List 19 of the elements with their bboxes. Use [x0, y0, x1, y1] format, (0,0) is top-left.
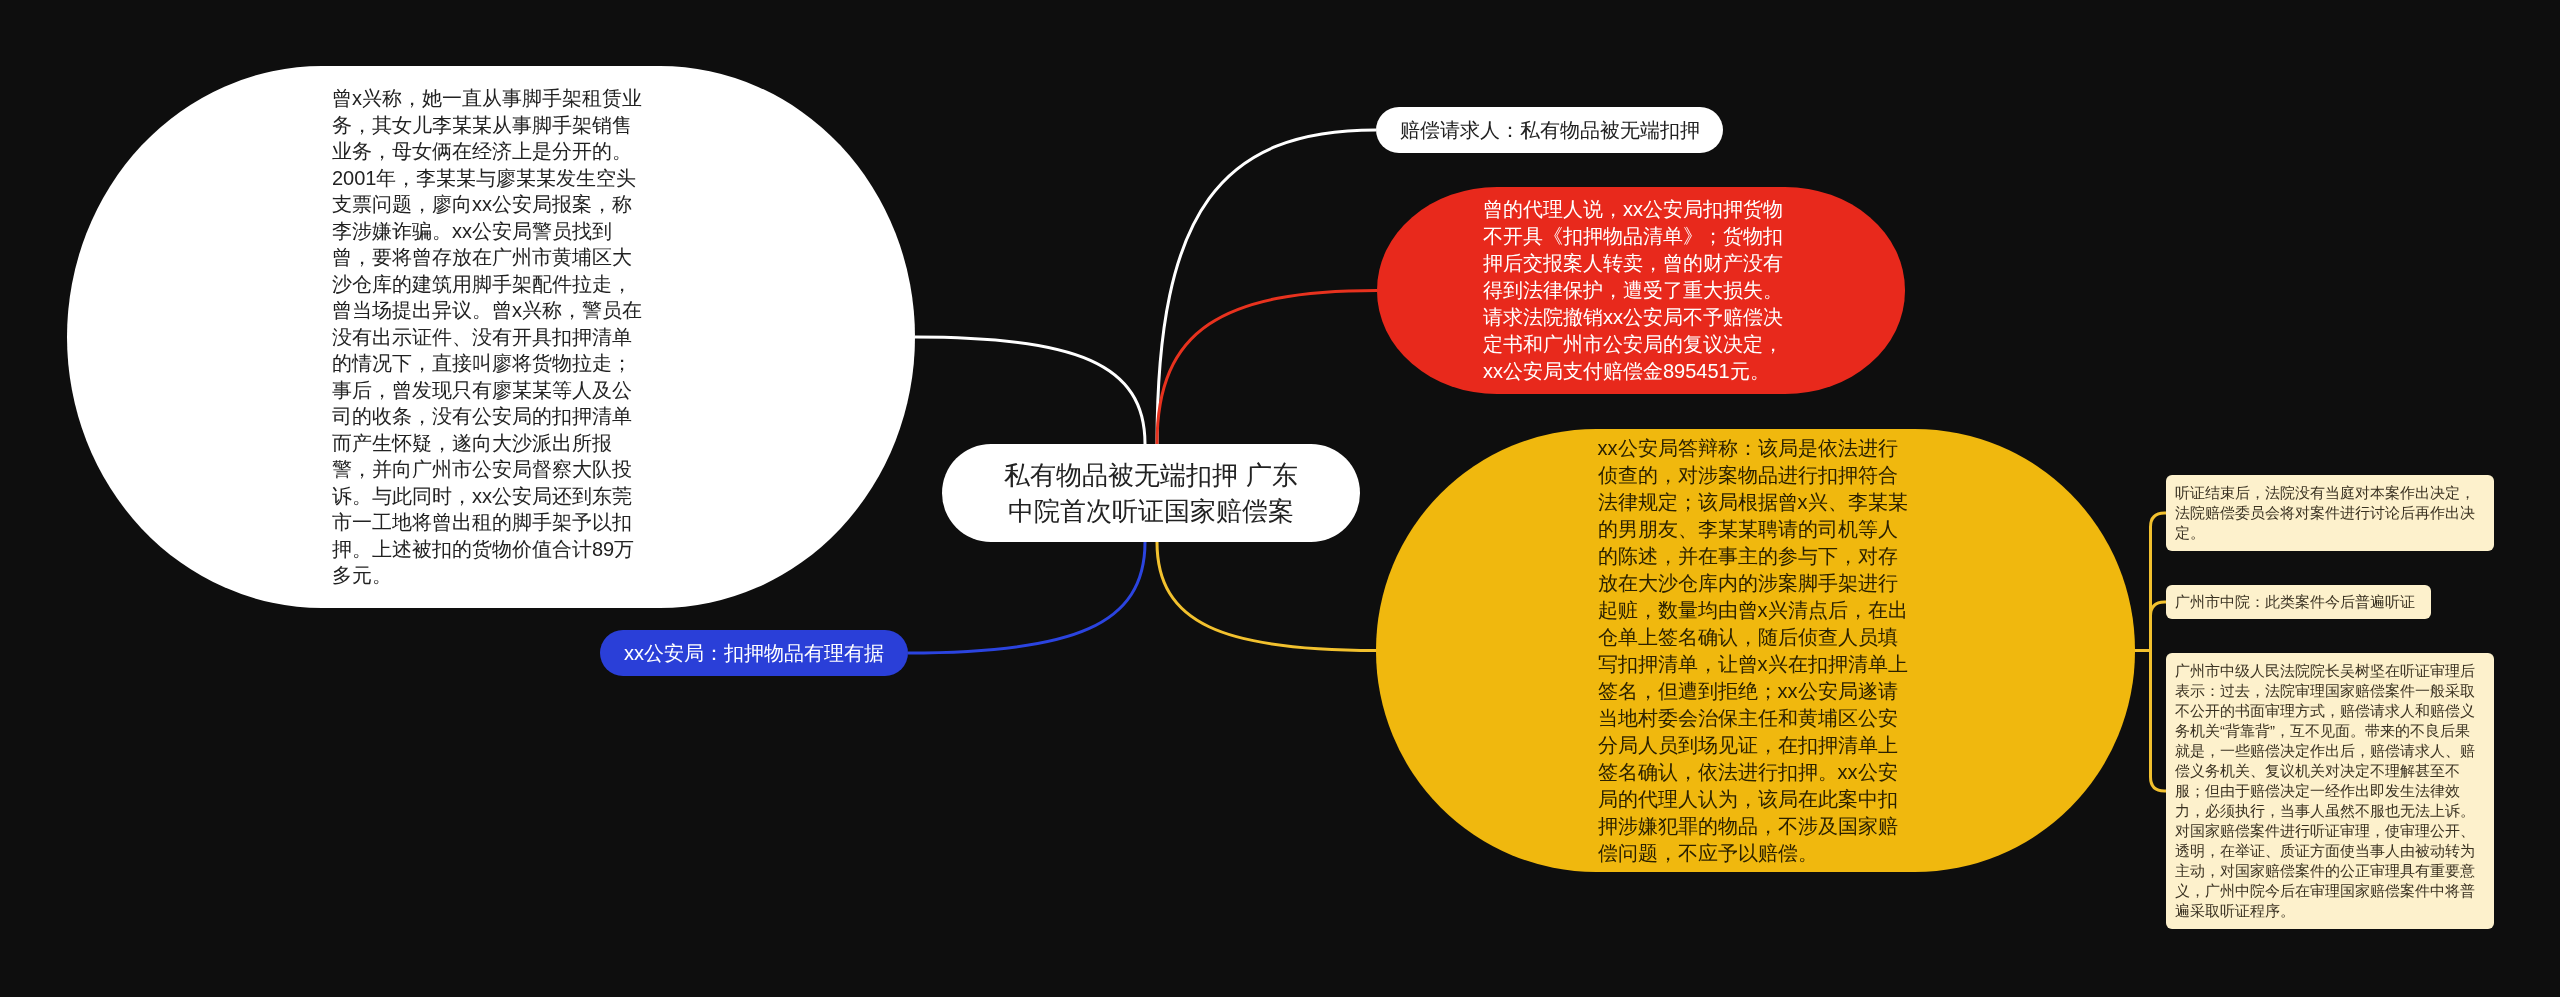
- connector-line: [1155, 128, 1377, 445]
- connector-line: [907, 541, 1147, 655]
- connector-line: [1155, 289, 1378, 445]
- connector-line: [2135, 649, 2167, 793]
- node-text: xx公安局答辩称：该局是依法进行侦查的，对涉案物品进行扣押符合法律规定；该局根据曾x兴、李某某的男朋友、李某某聘请的司机等人的陈述，并在事主的参与下，对存放在大沙仓库内的涉案脚手架进行起赃，数量均由曾x兴清点后，在出仓单上签名确认，随后侦查人员填写扣押清单，让曾x兴在扣押清单上签名，但遭到拒绝；xx公安局遂请当地村委会治保主任和黄埔区公安分局人员到场见证，在扣押清单上签名确认，依法进行扣押。xx公安局的代理人认为，该局在此案中扣押涉嫌犯罪的物品，不涉及国家赔偿问题，不应予以赔偿。: [1597, 435, 1909, 866]
- rounded-pill: [1376, 107, 1723, 153]
- node-text: 听证结束后，法院没有当庭对本案作出决定，法院赔偿委员会将对案件进行讨论后再作出决定。: [2175, 483, 2476, 543]
- note-card: [2166, 475, 2494, 551]
- note-card: [2166, 585, 2431, 619]
- node-text: 广州市中级人民法院院长吴树坚在听证审理后表示：过去，法院审理国家赔偿案件一般采取不公开的书面审理方式，赔偿请求人和赔偿义务机关“背靠背”，互不见面。带来的不良后果就是，一些赔偿决定作出后，赔偿请求人、赔偿义务机关、复议机关对决定不理解甚至不服；但由于赔偿决定一经作出即发生法律效力，必须执行，当事人虽然不服也无法上诉。对国家赔偿案件进行听证审理，使审理公开、透明，在举证、质证方面使当事人由被动转为主动，对国家赔偿案件的公正审理具有重要意义，广州中院今后在审理国家赔偿案件中将普遍采取听证程序。: [2175, 661, 2476, 921]
- connector-line: [1155, 541, 1377, 652]
- node-text: 曾x兴称，她一直从事脚手架租赁业务，其女儿李某某从事脚手架销售业务，母女俩在经济上是分开的。2001年，李某某与廖某某发生空头支票问题，廖向xx公安局报案，称李涉嫌诈骗。xx公安局警员找到曾，要将曾存放在广州市黄埔区大沙仓库的建筑用脚手架配件拉走，曾当场提出异议。曾x兴称，警员在没有出示证件、没有开具扣押清单的情况下，直接叫廖将货物拉走；事后，曾发现只有廖某某等人及公司的收条，没有公安局的扣押清单而产生怀疑，遂向大沙派出所报警，并向广州市公安局督察大队投诉。与此同时，xx公安局还到东莞市一工地将曾出租的脚手架予以扣押。上述被扣的货物价值合计89万多元。: [332, 86, 643, 589]
- node-text: xx公安局：扣押物品有理有据: [624, 641, 884, 666]
- node-text: 赔偿请求人：私有物品被无端扣押: [1399, 118, 1700, 143]
- node-text: 私有物品被无端扣押 广东中院首次听证国家赔偿案: [1003, 459, 1299, 528]
- node-text: 广州市中院：此类案件今后普遍听证: [2175, 592, 2415, 612]
- node-text: 曾的代理人说，xx公安局扣押货物不开具《扣押物品清单》；货物扣押后交报案人转卖，曾的财产没有得到法律保护，遭受了重大损失。请求法院撤销xx公安局不予赔偿决定书和广州市公安局的复议决定，xx公安局支付赔偿金895451元。: [1483, 197, 1784, 384]
- rounded-pill: [600, 630, 908, 676]
- connector-line: [914, 335, 1147, 445]
